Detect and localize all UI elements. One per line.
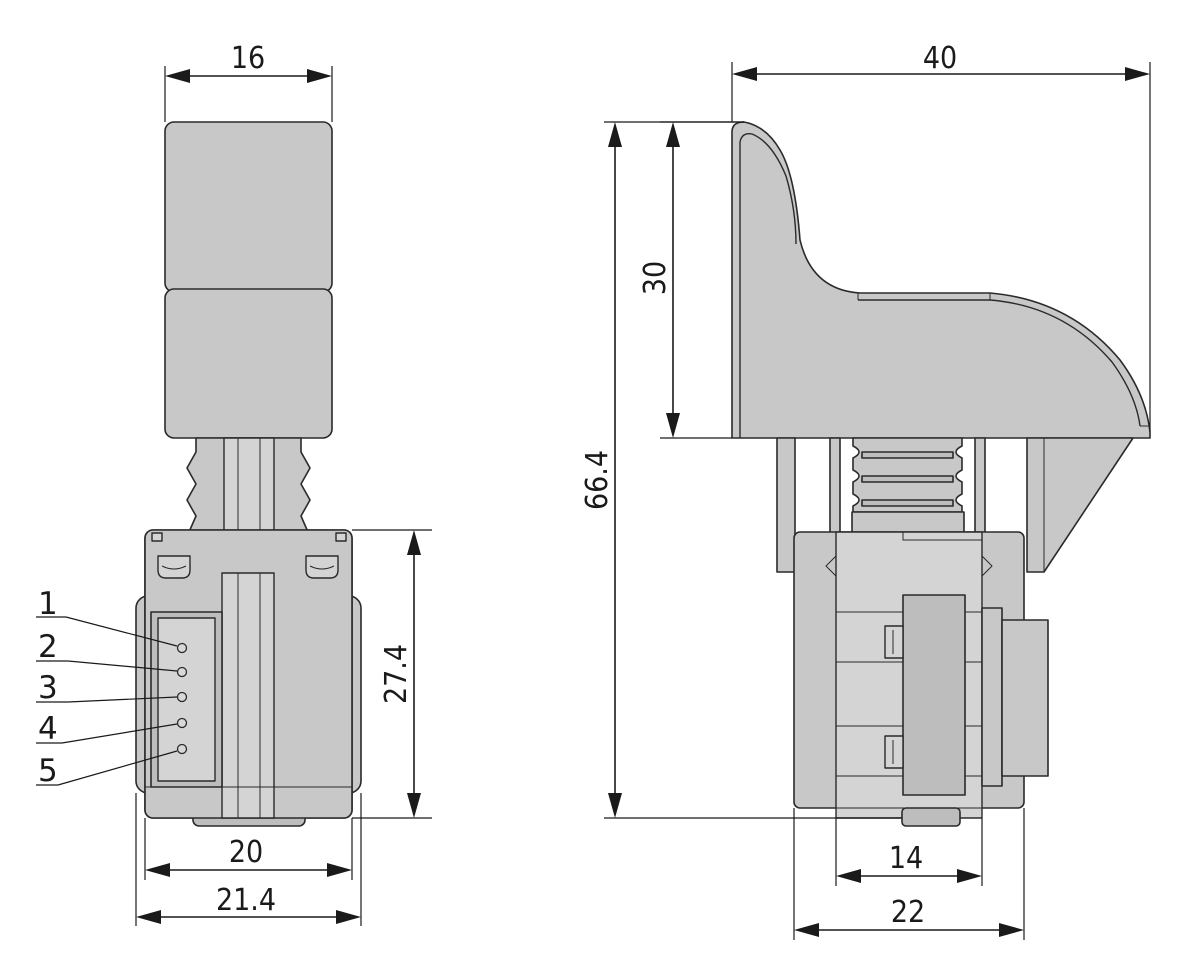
dim-side-trigger-height-label: 30 (638, 261, 673, 295)
pin-label-1: 1 (38, 586, 58, 622)
dim-side-outer-width: 22 (793, 808, 1025, 940)
dim-side-total-height-label: 66.4 (580, 450, 615, 510)
pin-label-2: 2 (38, 629, 58, 665)
dim-side-width-label: 40 (923, 41, 957, 76)
front-trigger (164, 121, 333, 439)
dim-front-inner-width-label: 20 (229, 835, 263, 870)
pin-labels: 1 2 3 4 5 (38, 586, 58, 789)
dim-front-top-width: 16 (164, 41, 333, 122)
pin-leaders (36, 616, 178, 786)
dim-side-trigger-height: 30 (638, 121, 744, 439)
dim-front-top-width-label: 16 (231, 41, 265, 76)
pin-label-4: 4 (38, 711, 58, 747)
dim-side-total-height: 66.4 (580, 121, 902, 819)
dim-side-inner-width: 14 (835, 818, 983, 886)
side-legs (776, 437, 1134, 573)
side-body (793, 531, 1049, 827)
side-bellows (851, 437, 965, 535)
dim-side-width: 40 (731, 41, 1151, 432)
pin-label-3: 3 (38, 670, 58, 706)
dim-side-inner-width-label: 14 (889, 841, 923, 876)
front-view: 1 2 3 4 5 16 27.4 (36, 41, 432, 926)
dim-front-outer-width: 21.4 (135, 793, 362, 926)
dim-front-height-label: 27.4 (379, 644, 414, 704)
dim-front-height: 27.4 (352, 529, 432, 819)
side-view: 40 30 66.4 14 (580, 41, 1151, 940)
pin-label-5: 5 (38, 753, 58, 789)
dim-front-inner-width: 20 (144, 818, 353, 880)
side-trigger (731, 121, 1151, 439)
front-body (135, 529, 362, 827)
dim-front-outer-width-label: 21.4 (216, 883, 276, 918)
dim-side-outer-width-label: 22 (891, 895, 925, 930)
